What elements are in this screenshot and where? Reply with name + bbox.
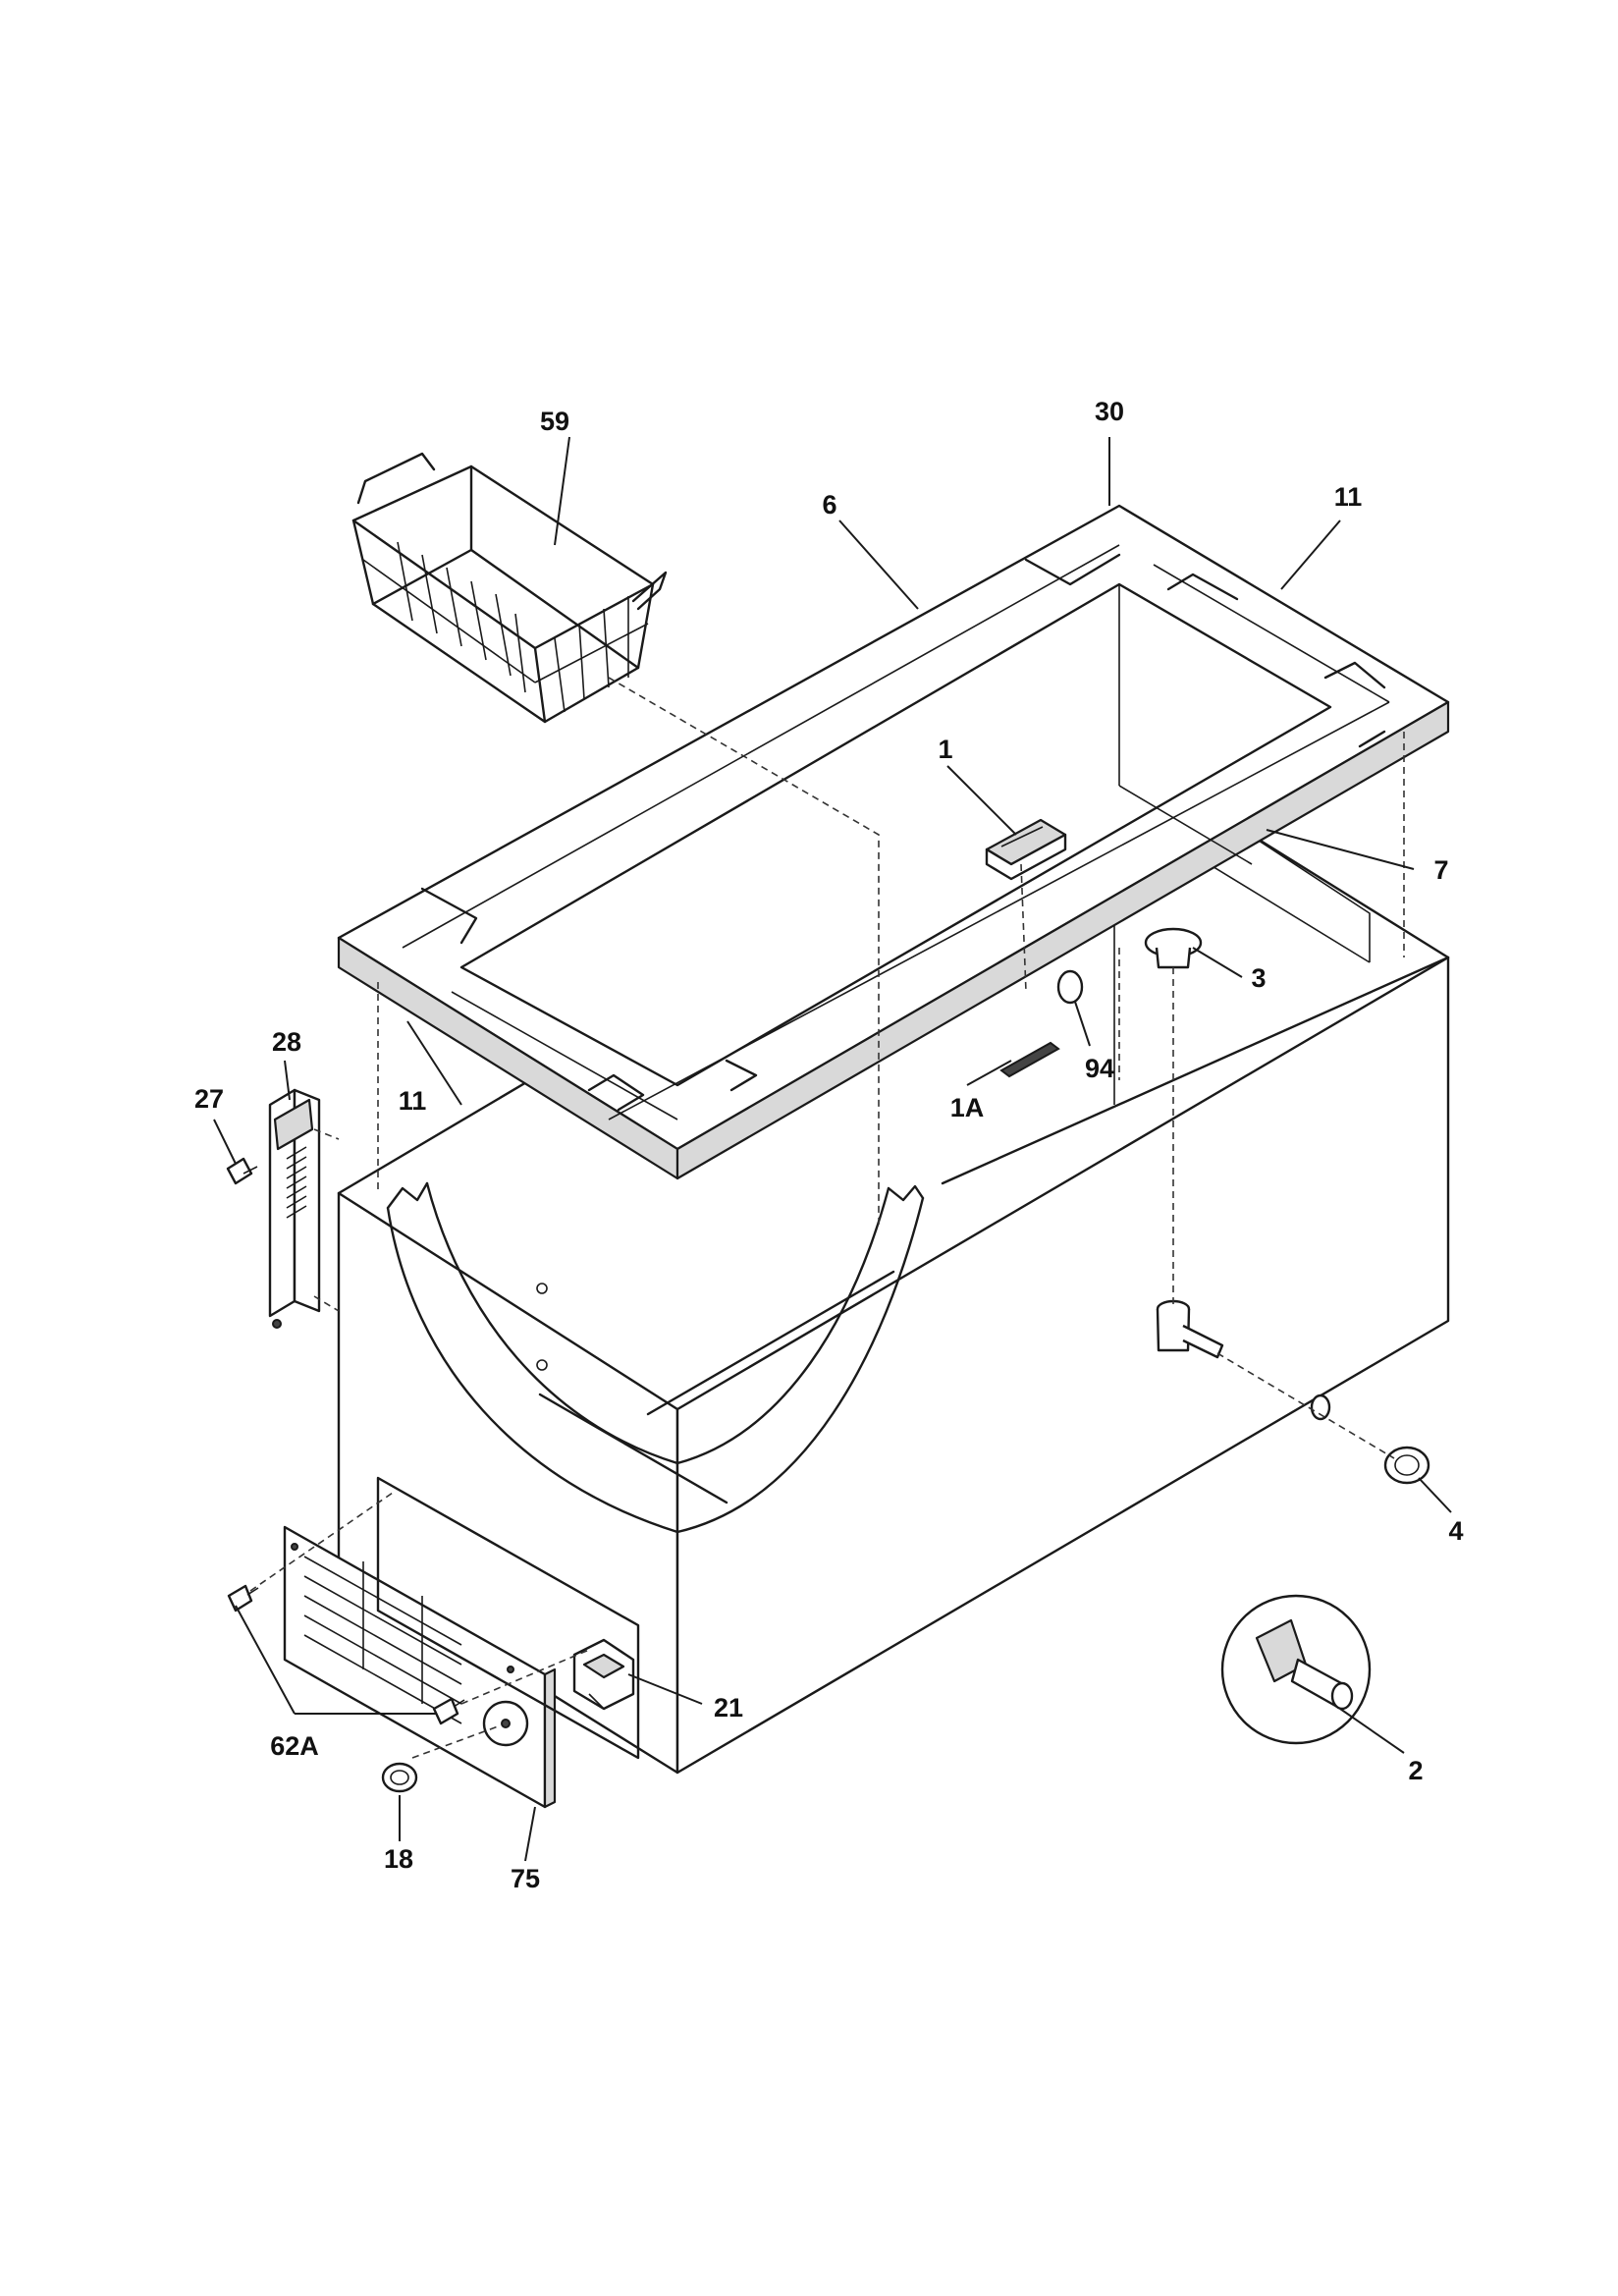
grille: [283, 1525, 557, 1809]
cabinet: [337, 776, 1450, 1775]
control: [572, 1638, 635, 1711]
grille-screw-2: [432, 1697, 465, 1725]
lid-switch: [985, 818, 1067, 881]
callout-drain-fitting: 2: [1408, 1756, 1423, 1785]
callout-plug: 94: [1085, 1054, 1114, 1083]
callout-knob-bushing: 18: [384, 1844, 413, 1874]
knob-bushing: [381, 1762, 418, 1793]
grille-opening: [376, 1476, 640, 1760]
callout-grille-screw: 62A: [270, 1731, 319, 1761]
callout-drain-cap: 3: [1251, 963, 1266, 993]
callout-lid-switch: 1: [938, 735, 952, 764]
grille-screw-1: [227, 1584, 259, 1613]
plug-94: [1056, 969, 1084, 1005]
leader-lines: [213, 436, 1452, 1862]
drain-cap: [1144, 927, 1203, 969]
callout-basket: 59: [540, 407, 569, 436]
callout-gasket-long-front: 7: [1433, 855, 1448, 885]
callout-hinge-screw: 27: [194, 1084, 224, 1114]
basket: [351, 452, 668, 724]
callout-gasket-corner: 30: [1095, 397, 1124, 426]
gasket-frame: [337, 504, 1450, 1180]
callout-hinge: 28: [272, 1027, 301, 1057]
drain-fitting-detail: [1220, 1594, 1372, 1745]
callout-grille: 75: [511, 1864, 540, 1893]
hinge-screw: [226, 1157, 258, 1185]
drain-tube: [1156, 1299, 1224, 1359]
alignment-lines: [249, 677, 1405, 1759]
clip-1a: [999, 1041, 1060, 1078]
hinge: [268, 1088, 321, 1329]
drain-plug: [1383, 1446, 1430, 1485]
drain-hole: [1310, 1394, 1331, 1421]
callout-clip: 1A: [950, 1093, 985, 1122]
callout-gasket-short-left: 11: [399, 1086, 427, 1116]
callout-gasket-short-right: 11: [1334, 482, 1363, 512]
callout-labels: 59 30 6 11 1 7 3 11 28 27 1A 94 4 2 21 6…: [194, 397, 1464, 1893]
callout-control: 21: [714, 1693, 743, 1722]
callout-drain-plug: 4: [1448, 1516, 1463, 1546]
callout-gasket-long-rear: 6: [822, 490, 836, 519]
